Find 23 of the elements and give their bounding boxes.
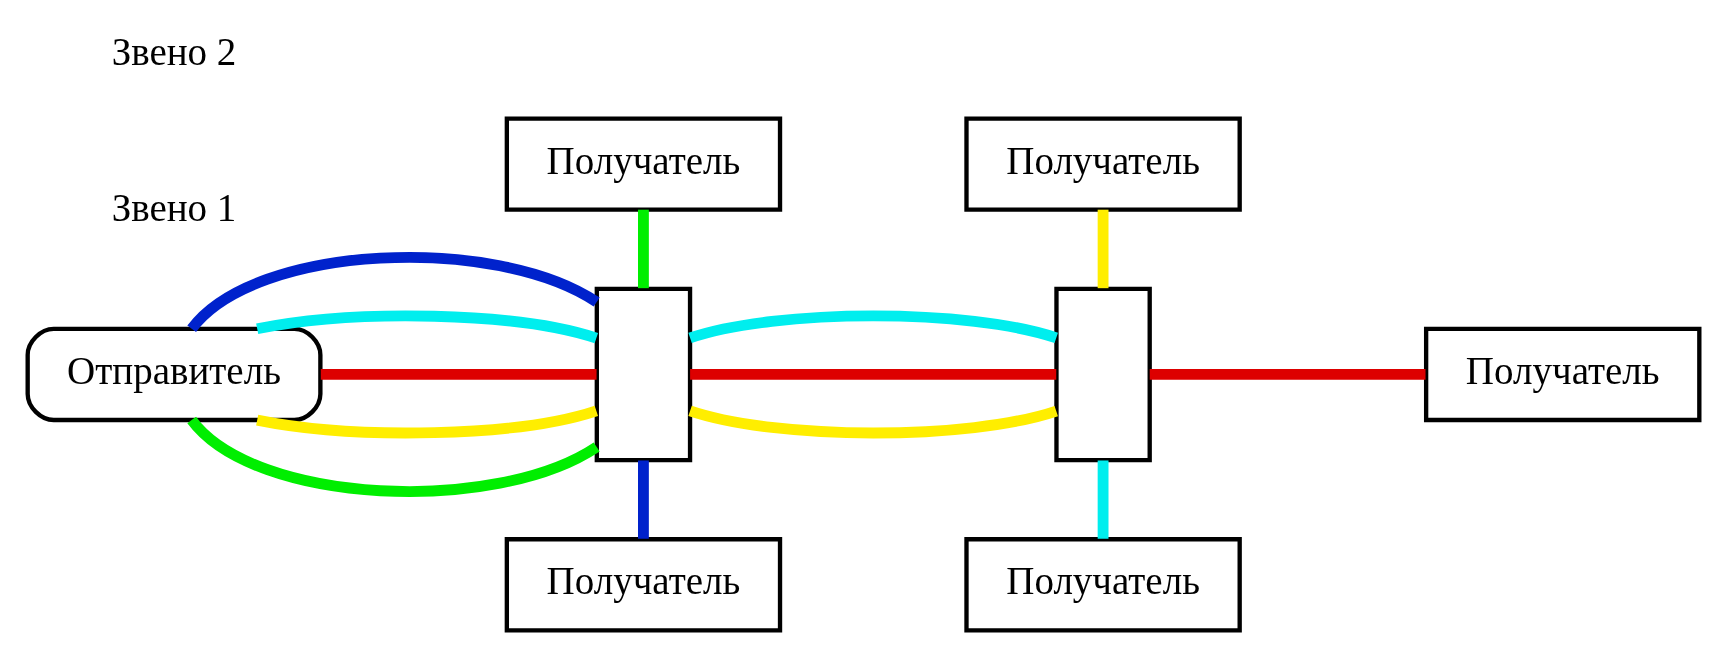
connector (688, 310, 1058, 344)
connector (187, 416, 600, 497)
connector (1097, 209, 1109, 289)
node-box: Получатель (504, 116, 783, 212)
connector (187, 252, 600, 333)
connector (1097, 460, 1109, 539)
connector (638, 460, 649, 539)
connector (638, 209, 649, 289)
node-box: Получатель (964, 537, 1242, 633)
node-box: Получатель (504, 537, 783, 633)
node-box: Получатель (1423, 326, 1702, 423)
connector (1149, 369, 1426, 380)
label: Звено 1 (111, 186, 237, 230)
node-box (594, 286, 693, 463)
node-box (1054, 286, 1152, 463)
label: Звено 2 (111, 30, 237, 74)
connector (256, 405, 598, 439)
connector (320, 369, 597, 380)
connector (256, 310, 598, 344)
connector (688, 405, 1058, 439)
node-box: Отправитель (25, 326, 323, 423)
connector (690, 369, 1057, 380)
node-box: Получатель (964, 116, 1242, 212)
